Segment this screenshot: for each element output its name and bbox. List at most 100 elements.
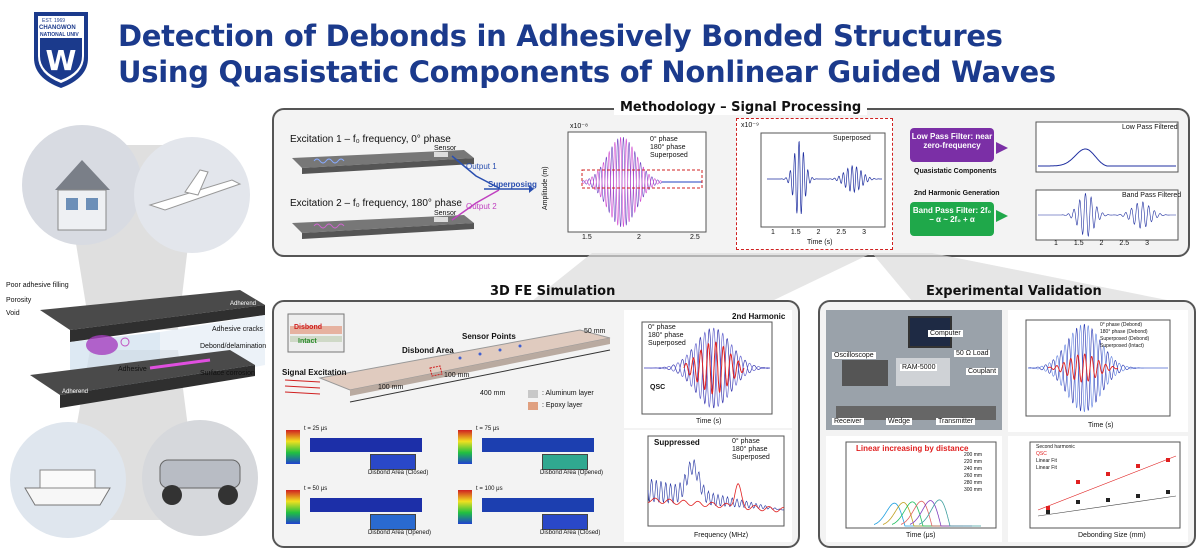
linear-fit-2 — [1037, 455, 1177, 511]
exp-plot3-xlabel: Debonding Size (mm) — [1078, 532, 1146, 539]
plot4-legend: Band Pass Filtered — [1122, 192, 1182, 199]
legend-epoxy: : Epoxy layer — [542, 402, 583, 409]
label-void: Void — [6, 310, 20, 317]
low-pass-filter-box: Low Pass Filter: near zero-frequency — [910, 128, 994, 162]
fe-title: 3D FE Simulation — [490, 284, 616, 299]
superposed-zoom-wave — [767, 140, 882, 215]
title-line1: Detection of Debonds in Adhesively Bonde… — [118, 19, 1003, 53]
title-line2: Using Quasistatic Components of Nonlinea… — [118, 55, 1056, 89]
qsc-annot: QSC — [650, 384, 666, 391]
beta-point-10 — [1166, 458, 1170, 462]
plot2-exp: x10⁻⁹ — [741, 122, 759, 129]
plot2-legend: Superposed — [833, 135, 871, 142]
legend-aluminum: : Aluminum layer — [542, 390, 594, 397]
exp-plot1-xlabel: Time (s) — [1088, 422, 1114, 429]
superposing-label: Superposing — [488, 180, 537, 189]
top-adherend — [40, 290, 265, 330]
label-poor-filling: Poor adhesive filling — [6, 282, 69, 289]
suppressed-annot: Suppressed — [654, 438, 700, 447]
plot3-legend: Low Pass Filtered — [1122, 124, 1178, 131]
plot4-xticks: 1 1.5 2 2.5 3 — [1054, 240, 1149, 247]
output-1-label: Output 1 — [466, 162, 497, 171]
plot2-xticks: 1 1.5 2 2.5 3 — [771, 229, 866, 236]
svg-text:Adherend: Adherend — [62, 389, 88, 395]
university-logo: W EST. 1969 CHANGWON NATIONAL UNIV — [30, 8, 92, 90]
exp-superposed-wave — [1047, 353, 1119, 383]
label-surface-corrosion: Surface corrosion — [200, 370, 255, 377]
plot1-xtick: 1.5 — [582, 234, 592, 241]
panel-connectors — [532, 253, 1172, 301]
second-harmonic-annot: 2nd Harmonic — [732, 312, 786, 321]
svg-text:W: W — [46, 44, 77, 77]
plot1-xtick: 2 — [637, 234, 641, 241]
disbond-label: Disbond — [294, 324, 322, 331]
phase-180-wave — [581, 137, 663, 227]
snapshot-2: t = 75 μs Disbond Area (Opened) — [452, 424, 620, 480]
excitation-2-label: Excitation 2 – f₀ frequency, 180° phase — [290, 198, 462, 209]
band-pass-wave — [1038, 193, 1176, 238]
svg-text:Adherend: Adherend — [230, 301, 256, 307]
beta-point-4 — [1136, 494, 1140, 498]
band-pass-filter-box: Band Pass Filter: 2f₀ − α ~ 2f₀ + α — [910, 202, 994, 236]
logo-est: EST. 1969 — [42, 18, 66, 24]
applications-illustration: Adherend Adherend Poor adhesive filling … — [0, 110, 272, 555]
exp-plot1-legend: 0° phase (Debond)180° phase (Debond)Supe… — [1100, 322, 1150, 349]
label-adhesive: Adhesive — [118, 366, 147, 373]
plot2-xlabel: Time (s) — [807, 239, 833, 246]
snapshot-1: t = 25 μs Disbond Area (Closed) — [280, 424, 448, 480]
experimental-setup-photo: Computer Oscilloscope RAM-5000 50 Ω Load… — [826, 310, 1002, 430]
label-debond: Debond/delamination — [200, 343, 267, 350]
shg-label: 2nd Harmonic Generation — [914, 190, 1000, 197]
low-pass-plot: Low Pass Filtered — [1014, 118, 1182, 180]
snapshot-4: t = 100 μs Disbond Area (Closed) — [452, 484, 620, 540]
exp-plot2-xlabel: Time (μs) — [906, 532, 936, 539]
sensor-label-2: Sensor — [434, 210, 457, 217]
beta-point-7 — [1076, 480, 1080, 484]
dim-100mm-1: 100 mm — [378, 384, 404, 391]
experimental-panel: Experimental Validation Computer Oscillo… — [818, 284, 1196, 548]
fe-freq-superposed-wave — [647, 483, 785, 513]
signal-plot-zoom: x10⁻⁹ Superposed Time (s) 1 1.5 2 2.5 3 — [736, 118, 893, 250]
beta-point-3 — [1106, 498, 1110, 502]
logo-line2: NATIONAL UNIV — [40, 32, 79, 38]
dim-400mm: 400 mm — [480, 390, 506, 397]
void-marker — [86, 335, 118, 355]
label-adhesive-cracks: Adhesive cracks — [212, 326, 263, 333]
sensor-points-label: Sensor Points — [462, 332, 516, 341]
fe-simulation-panel: 3D FE Simulation Disbond Intact Disbond … — [272, 284, 800, 548]
beta-point-1 — [1046, 510, 1050, 514]
signal-excitation-label: Signal Excitation — [282, 368, 347, 377]
fe-plot2-xlabel: Frequency (MHz) — [694, 532, 749, 539]
fe-superposed-wave — [683, 341, 745, 395]
methodology-panel: Methodology – Signal Processing Excitati… — [272, 100, 1190, 257]
plot1-exp: x10⁻⁸ — [570, 123, 588, 130]
label-porosity: Porosity — [6, 297, 32, 304]
beta-point-2 — [1076, 500, 1080, 504]
dim-50mm: 50 mm — [584, 328, 606, 335]
plot1-ylabel: Amplitude (m) — [542, 166, 549, 210]
qsc-label: Quasistatic Components — [914, 168, 997, 175]
disbond-area-label: Disbond Area — [402, 346, 454, 355]
logo-line1: CHANGWON — [39, 25, 76, 31]
output-2-label: Output 2 — [466, 202, 497, 211]
methodology-title: Methodology – Signal Processing — [614, 100, 868, 115]
poster-title: Detection of Debonds in Adhesively Bonde… — [118, 18, 1056, 90]
sensor-label-1: Sensor — [434, 145, 457, 152]
exp-distance-wave-6 — [918, 499, 981, 527]
beta-point-5 — [1166, 490, 1170, 494]
linear-increase-annot: Linear increasing by distance — [856, 444, 969, 453]
shield-icon: W — [34, 12, 88, 88]
snapshot-3: t = 50 μs Disbond Area (Opened) — [280, 484, 448, 540]
exp-time-plot: 0° phase (Debond)180° phase (Debond)Supe… — [1008, 310, 1188, 432]
low-pass-wave — [1038, 148, 1176, 167]
intact-label: Intact — [298, 338, 317, 345]
fe-snapshots: t = 25 μs Disbond Area (Closed) t = 75 μ… — [280, 424, 620, 542]
